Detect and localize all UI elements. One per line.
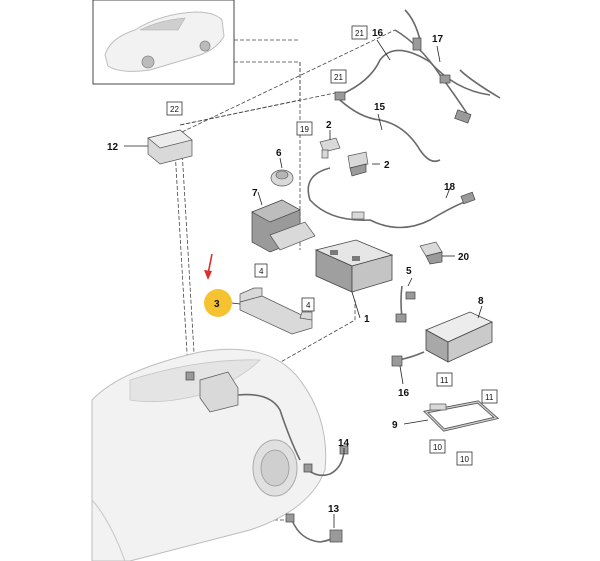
box-10b-label: 10 [460,455,469,464]
callout-8: 8 [478,296,484,307]
box-11a: 11 [436,372,453,387]
callout-3: 3 [214,299,220,310]
cable-16-lower [391,351,425,385]
box-22-label: 22 [170,105,179,114]
callout-1: 1 [364,314,370,325]
callout-20: 20 [458,252,470,263]
box-11b-label: 11 [485,393,494,402]
sensor-6 [270,157,294,187]
callout-16a: 16 [372,28,384,39]
vehicle-thumbnail [92,0,235,85]
box-11b: 11 [481,389,498,404]
box-21b: 21 [330,69,347,84]
control-module-8 [425,305,493,363]
strap-3 [231,287,313,335]
box-19-label: 19 [300,125,309,134]
box-4b-label: 4 [306,301,311,310]
callout-6: 6 [276,148,282,159]
wiring-harness-top [334,9,501,163]
down-left-arrow-icon [204,253,213,280]
box-10b: 10 [456,451,473,466]
callout-13: 13 [328,504,340,515]
leader-lines [329,39,451,528]
cable-13 [285,513,343,543]
boxed-callouts: 21 21 22 19 4 4 11 11 10 10 [166,25,498,466]
box-11a-label: 11 [440,376,449,385]
callout-2a: 2 [326,120,332,131]
callout-labels: 1 2 2 3 5 6 7 8 9 12 13 14 15 16 16 17 1… [107,28,484,515]
callout-14: 14 [338,438,350,449]
callout-18: 18 [444,182,456,193]
highlight-marker [204,289,232,317]
bracket-20 [419,241,455,265]
callout-15: 15 [374,102,386,113]
callout-17: 17 [432,34,444,45]
box-21a: 21 [351,25,368,40]
cable-18 [307,167,476,229]
callout-12: 12 [107,142,119,153]
connector-brackets-2 [319,137,369,177]
callout-9: 9 [392,420,398,431]
battery-1 [314,239,394,319]
box-22: 22 [166,101,183,116]
box-21b-label: 21 [334,73,343,82]
box-21a-label: 21 [355,29,364,38]
control-unit-12 [124,129,193,165]
sensor-5 [395,285,416,323]
box-4a-label: 4 [259,267,264,276]
box-19: 19 [296,121,313,136]
callout-7: 7 [252,188,258,199]
callout-5: 5 [406,266,412,277]
box-10a: 10 [429,439,446,454]
vehicle-body-lower [91,348,327,561]
box-4a: 4 [254,263,268,278]
bracket-frame-9 [403,400,500,432]
callout-16b: 16 [398,388,410,399]
box-10a-label: 10 [433,443,442,452]
callout-2b: 2 [384,160,390,171]
housing-7 [251,191,316,253]
box-4b: 4 [301,297,315,312]
